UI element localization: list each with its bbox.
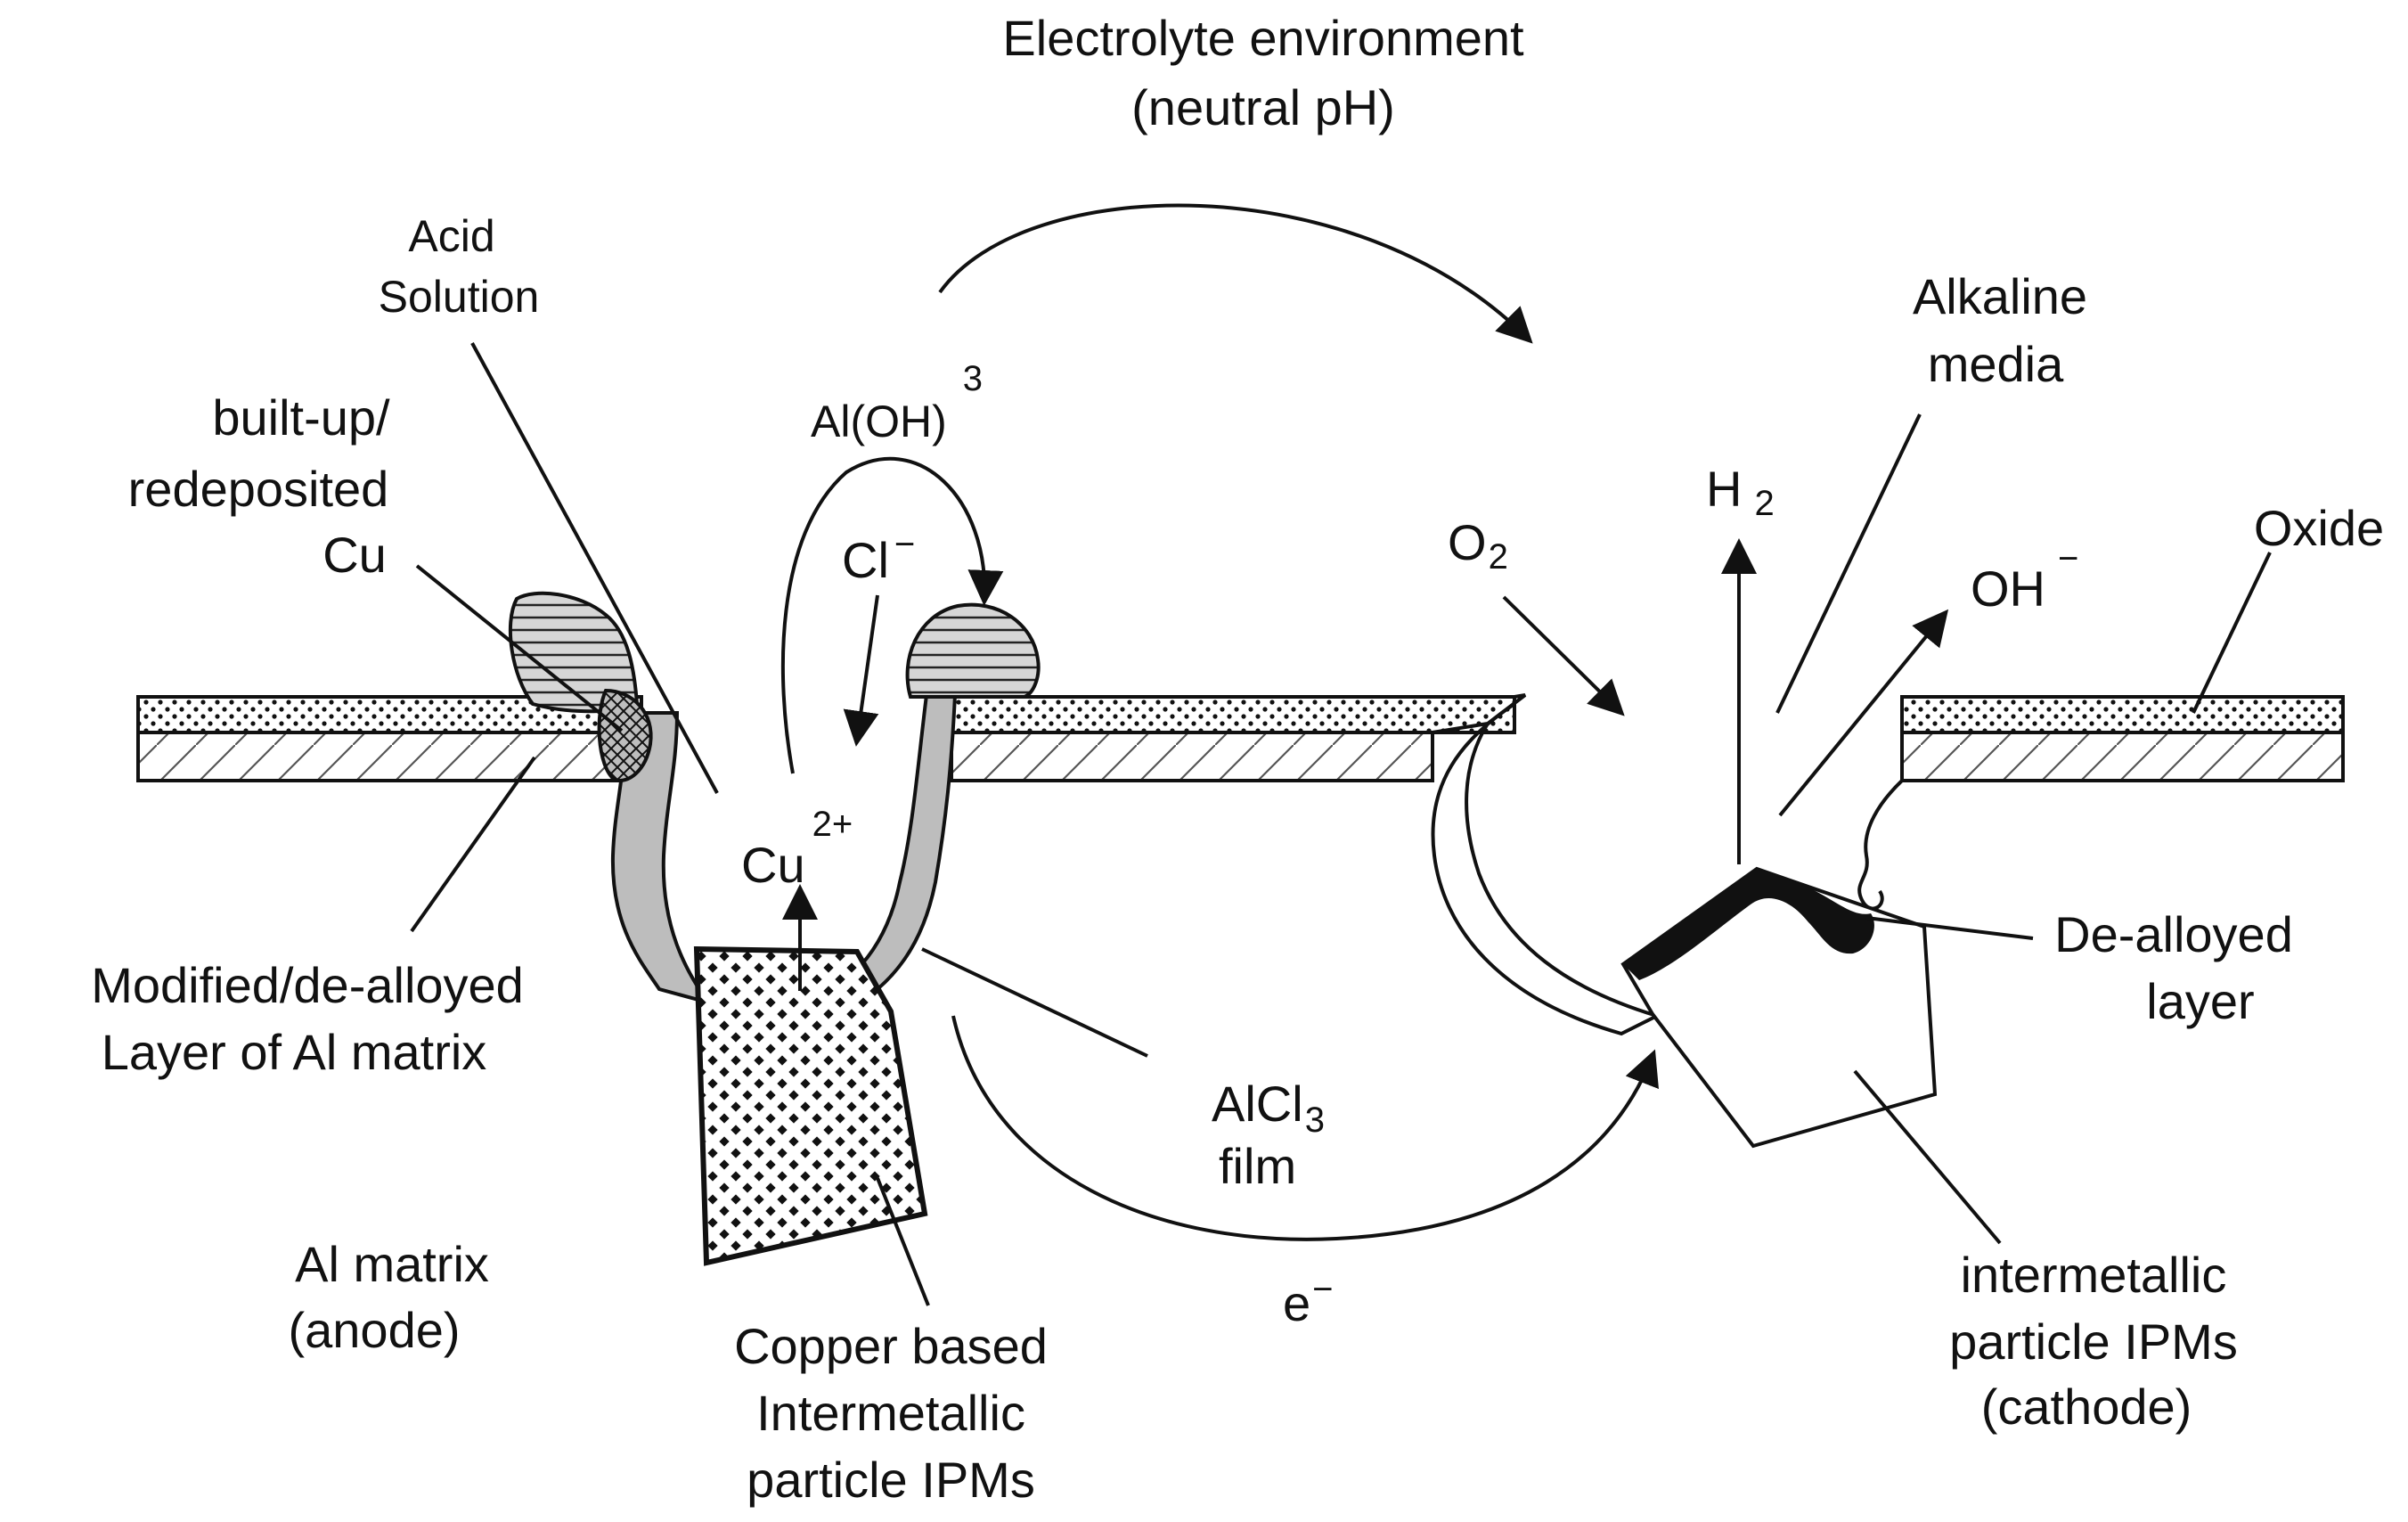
- inter-label-line1: intermetallic: [1961, 1247, 2227, 1303]
- acid-label-line1: Acid: [408, 211, 494, 261]
- electrolyte-label-line2: (neutral pH): [1131, 79, 1395, 135]
- alcl-leader-line: [921, 947, 1148, 1058]
- cu-label: Cu2+: [741, 805, 853, 893]
- builtup-label-line2: redeposited: [128, 461, 389, 517]
- copper-label-line1: Copper based: [734, 1318, 1048, 1374]
- builtup-label-line3: Cu: [322, 527, 387, 583]
- alcl-label-line2: film: [1219, 1138, 1296, 1194]
- electrolyte-label-line1: Electrolyte environment: [1002, 10, 1524, 66]
- acid-label-line2: Solution: [379, 272, 540, 322]
- dealloyed-label-line2: layer: [2146, 973, 2254, 1029]
- redeposited-cu-left: [508, 591, 653, 782]
- right-surface-layers: [1900, 695, 2345, 782]
- builtup-leader-line: [415, 564, 624, 732]
- right-modified-layer: [1900, 731, 2345, 782]
- cathode-pit-outer-wall: [1431, 702, 1658, 1036]
- dealloyed-label-line1: De-alloyed: [2054, 906, 2293, 962]
- modified-label-line1: Modified/de-alloyed: [91, 957, 524, 1013]
- modified-label-line2: Layer of Al matrix: [102, 1024, 487, 1080]
- copper-label-line3: particle IPMs: [747, 1452, 1035, 1508]
- dealloyed-leader-line: [1865, 916, 2034, 940]
- redeposited-cu-right: [905, 602, 1041, 699]
- cathode-intermetallic-particle: [1620, 866, 1938, 1149]
- modified-leader-line: [410, 756, 536, 933]
- oxide-label: Oxide: [2254, 500, 2384, 556]
- oh-arrow: [1778, 609, 1949, 817]
- cathode-pit-inner-wall: [1465, 722, 1658, 1018]
- middle-surface-layers: [950, 693, 1527, 782]
- copper-label-line2: Intermetallic: [756, 1385, 1025, 1441]
- copper-leader-line: [876, 1177, 930, 1306]
- al-matrix-label-line2: (anode): [288, 1302, 460, 1358]
- inter-leader-line: [1853, 1069, 2002, 1245]
- o2-arrow: [1502, 595, 1625, 716]
- builtup-label-line1: built-up/: [212, 389, 390, 446]
- left-modified-layer: [136, 731, 643, 782]
- al-matrix-label-line1: Al matrix: [295, 1236, 489, 1292]
- alcl-label: AlCl3: [1212, 1076, 1325, 1140]
- cl-label: Cl−: [842, 525, 915, 588]
- cathode-pit: [1431, 702, 1904, 1036]
- electrolyte-flow-arrow: [938, 203, 1533, 344]
- aloh-loop-arrow: [780, 456, 1004, 774]
- alkaline-label-line2: media: [1928, 336, 2064, 392]
- right-oxide-layer: [1900, 695, 2345, 734]
- cl-arrow: [843, 594, 879, 747]
- middle-oxide-layer: [950, 695, 1516, 734]
- o2-label: O2: [1448, 514, 1508, 577]
- alkaline-leader-line: [1775, 413, 1922, 714]
- pit-right-wall: [853, 693, 958, 992]
- copper-intermetallic-particle: [693, 945, 928, 1266]
- middle-modified-layer: [950, 731, 1434, 782]
- alkaline-label-line1: Alkaline: [1913, 268, 2087, 324]
- aloh-label: Al(OH)3: [811, 359, 983, 446]
- inter-label-line2: particle IPMs: [1949, 1313, 2238, 1370]
- inter-label-line3: (cathode): [1981, 1379, 2192, 1435]
- oh-label: OH−: [1971, 539, 2078, 617]
- electron-label: e−: [1283, 1270, 1334, 1331]
- oxide-leader-line: [2192, 552, 2272, 714]
- acid-leader-line: [470, 342, 719, 794]
- cathode-pit-right-wall: [1857, 779, 1904, 911]
- dealloyed-layer-black: [1623, 869, 1874, 980]
- electron-flow-arrow: [951, 1015, 1659, 1241]
